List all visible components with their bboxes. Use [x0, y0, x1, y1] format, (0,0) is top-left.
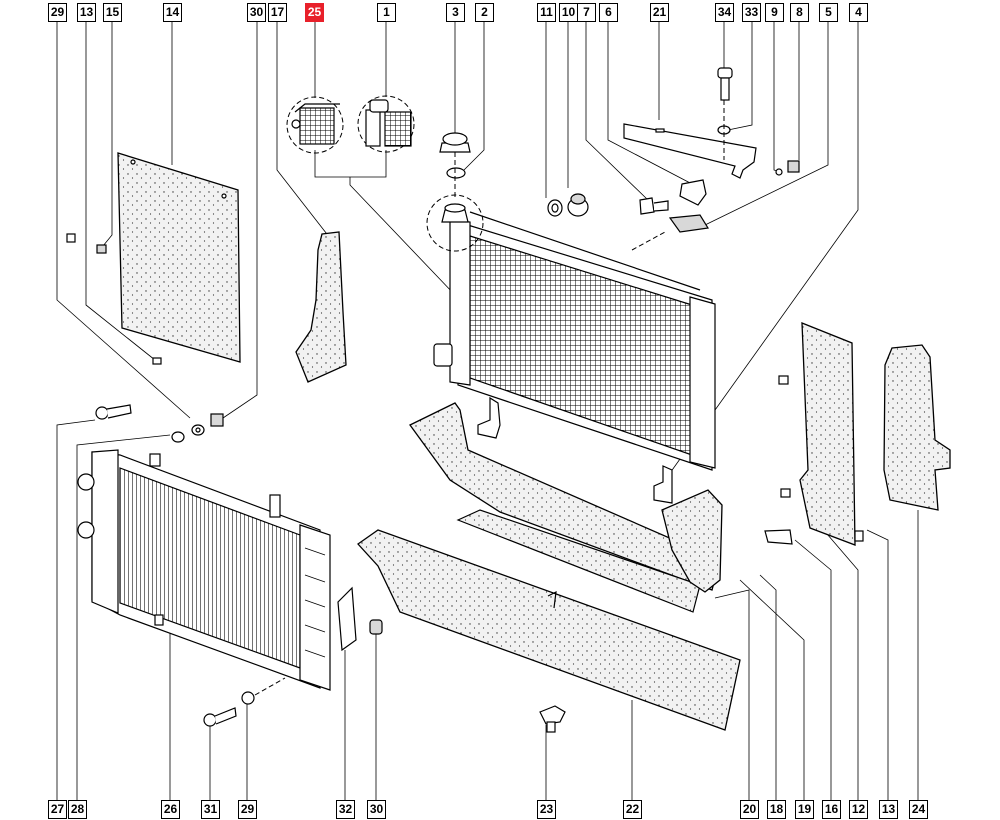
cap-3 [439, 132, 471, 153]
callout-15[interactable]: 15 [103, 3, 122, 22]
shroud-panel-14 [117, 152, 241, 365]
cover-22 [357, 529, 741, 731]
washer-9 [775, 168, 783, 176]
bolt-34 [717, 67, 733, 101]
callout-29-bottom[interactable]: 29 [238, 800, 257, 819]
callout-17[interactable]: 17 [268, 3, 287, 22]
callout-10[interactable]: 10 [559, 3, 578, 22]
callout-8[interactable]: 8 [790, 3, 809, 22]
bolt-7 [639, 197, 669, 215]
condenser-26 [77, 449, 331, 691]
nut-30 [369, 619, 383, 635]
washers-upper-left [171, 413, 224, 443]
clip-15 [66, 233, 76, 243]
callout-3[interactable]: 3 [446, 3, 465, 22]
deflector-side-19 [661, 489, 793, 593]
callout-23[interactable]: 23 [537, 800, 556, 819]
callout-12[interactable]: 12 [849, 800, 868, 819]
callout-7[interactable]: 7 [577, 3, 596, 22]
callout-25-highlighted[interactable]: 25 [305, 3, 324, 22]
callout-32[interactable]: 32 [336, 800, 355, 819]
callout-14[interactable]: 14 [163, 3, 182, 22]
inset-detail-1 [357, 95, 415, 153]
callout-24[interactable]: 24 [909, 800, 928, 819]
callout-27[interactable]: 27 [48, 800, 67, 819]
callout-30-bottom[interactable]: 30 [367, 800, 386, 819]
callout-22[interactable]: 22 [623, 800, 642, 819]
callout-20[interactable]: 20 [740, 800, 759, 819]
shroud-24 [883, 344, 951, 511]
grommet-10 [567, 193, 589, 217]
nut-8 [787, 160, 800, 173]
callout-34[interactable]: 34 [715, 3, 734, 22]
callout-18[interactable]: 18 [767, 800, 786, 819]
callout-19[interactable]: 19 [795, 800, 814, 819]
callout-28[interactable]: 28 [68, 800, 87, 819]
callout-4[interactable]: 4 [849, 3, 868, 22]
callout-33[interactable]: 33 [742, 3, 761, 22]
callout-13-top[interactable]: 13 [77, 3, 96, 22]
shroud-16 [778, 322, 864, 546]
leader-lines [56, 21, 919, 803]
callout-21[interactable]: 21 [650, 3, 669, 22]
callout-11[interactable]: 11 [537, 3, 556, 22]
callout-29-top[interactable]: 29 [48, 3, 67, 22]
clip-5 [668, 214, 709, 233]
bracket-17 [295, 231, 347, 383]
callout-16[interactable]: 16 [822, 800, 841, 819]
bolt-upper-left [95, 404, 132, 420]
bolt-31 [203, 707, 237, 727]
callout-6[interactable]: 6 [599, 3, 618, 22]
washer-29 [241, 691, 255, 705]
bracket-6 [679, 179, 707, 206]
seal-2 [446, 167, 466, 179]
filler-cap-detail [426, 194, 484, 252]
callout-26[interactable]: 26 [161, 800, 180, 819]
callout-2[interactable]: 2 [475, 3, 494, 22]
main-radiator [433, 211, 716, 504]
clip-13 [96, 244, 107, 254]
callout-9[interactable]: 9 [765, 3, 784, 22]
callout-13-bottom[interactable]: 13 [879, 800, 898, 819]
bracket-32 [337, 586, 357, 652]
support-bar-21 [623, 123, 757, 179]
callout-5[interactable]: 5 [819, 3, 838, 22]
callout-1[interactable]: 1 [377, 3, 396, 22]
clip-23 [539, 705, 566, 733]
callout-31[interactable]: 31 [201, 800, 220, 819]
inset-detail-25 [286, 96, 344, 154]
callout-30-top[interactable]: 30 [247, 3, 266, 22]
